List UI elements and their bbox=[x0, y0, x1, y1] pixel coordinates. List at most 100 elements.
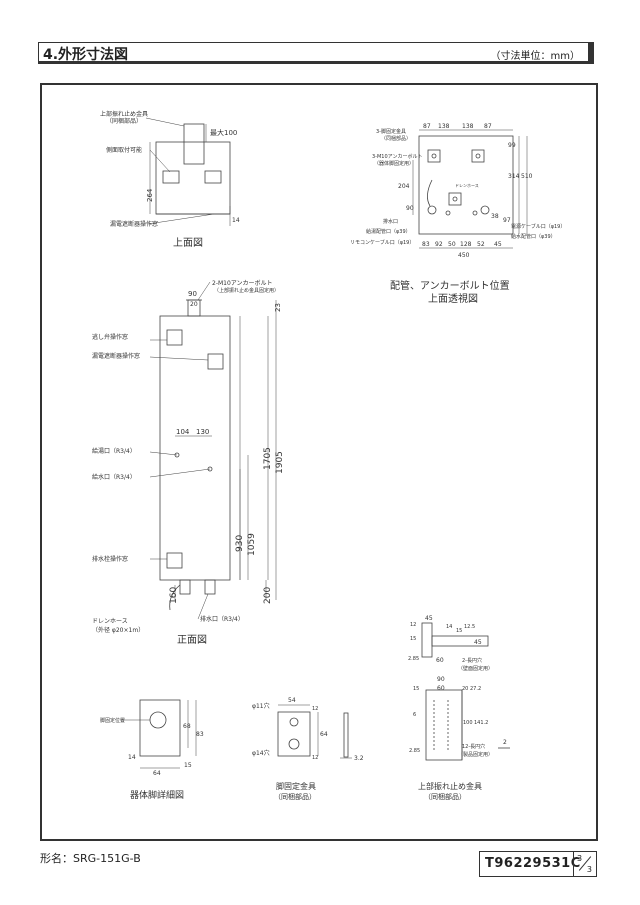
front-drain-valve-label: 排水栓操作窓 bbox=[92, 555, 128, 563]
pipe-bottom-dim-4: 128 bbox=[460, 241, 472, 248]
upper-dim-1412: 141.2 bbox=[474, 720, 488, 726]
front-anchor-sub: （上部振れ止め金具固定用） bbox=[214, 287, 279, 294]
front-anchor-label: 2-M10アンカーボルト bbox=[212, 279, 273, 287]
top-kanagu-label: 上部振れ止め金具 bbox=[100, 110, 148, 118]
leg-dim-54: 54 bbox=[288, 697, 296, 704]
pipe-side-38: 38 bbox=[491, 213, 499, 220]
foot-detail: 脚固定位置 68 83 14 64 15 器体脚詳細図 bbox=[100, 699, 204, 801]
front-dim-90: 90 bbox=[188, 290, 197, 298]
leg-fixture-2 bbox=[471, 149, 485, 163]
water-inlet bbox=[207, 466, 213, 472]
pipe-bottom-dim-3: 50 bbox=[448, 241, 456, 248]
leg-fixture-1 bbox=[427, 149, 441, 163]
leg-dim-12b: 12 bbox=[312, 755, 318, 761]
top-view: 上部振れ止め金具 （同梱部品） 側面取付可能 漏電遮断器操作窓 最大100 26… bbox=[100, 110, 240, 249]
foot-label: 脚固定位置 bbox=[100, 717, 125, 724]
upper-dim-125: 12.5 bbox=[464, 624, 475, 630]
pipe-side-90: 90 bbox=[406, 205, 414, 212]
pipe-hot-label: 給湯配管口（φ39） bbox=[366, 228, 411, 235]
top-dim-max: 最大100 bbox=[210, 128, 237, 137]
section-title: 4.外形寸法図 bbox=[43, 47, 129, 63]
foot-dim-68: 68 bbox=[183, 723, 191, 730]
upper-dim-20: 20 bbox=[462, 686, 468, 692]
pipe-water-label: 給水配管口（φ39） bbox=[511, 233, 556, 240]
top-dim-264: 264 bbox=[146, 188, 154, 202]
pipe-top-dim-2: 138 bbox=[438, 123, 450, 130]
front-dim-200: 200 bbox=[263, 587, 273, 604]
front-valve-label: 逃し弁操作窓 bbox=[92, 333, 128, 341]
front-dim-1059: 1059 bbox=[247, 533, 257, 556]
page-total: 3 bbox=[586, 865, 592, 874]
upper-dim-60a: 60 bbox=[436, 657, 444, 664]
hole-14 bbox=[288, 738, 300, 750]
upper-dim-6: 6 bbox=[413, 712, 416, 718]
page-number: 3 bbox=[577, 854, 583, 863]
upper-dim-285b: 2.85 bbox=[409, 748, 420, 754]
front-dim-1905: 1905 bbox=[275, 451, 285, 474]
upper-slot12-sub: （製品固定用） bbox=[458, 751, 493, 758]
model-name: 形名：SRG-151G-B bbox=[40, 852, 141, 865]
pipe-side-204: 204 bbox=[398, 183, 410, 190]
pipe-bottom-dim-6: 45 bbox=[494, 241, 502, 248]
leg-hole-top: φ11穴 bbox=[252, 702, 270, 710]
upper-caption-sub: （同梱部品） bbox=[424, 792, 466, 801]
piping-caption-1: 配管、アンカーボルト位置 bbox=[390, 279, 510, 292]
upper-caption: 上部振れ止め金具 bbox=[418, 781, 482, 791]
pipe-side-97: 97 bbox=[503, 217, 511, 224]
upper-dim-60b: 60 bbox=[437, 685, 445, 692]
section-header: 4.外形寸法図 （寸法単位：mm） bbox=[38, 42, 594, 64]
pipe-bottom-dim-2: 92 bbox=[435, 241, 443, 248]
upper-dim-15a: 15 bbox=[410, 636, 416, 642]
leg-fixture-3 bbox=[448, 192, 462, 206]
water-port bbox=[480, 205, 490, 215]
leg-dim-32: 3.2 bbox=[354, 755, 364, 762]
pipe-width: 450 bbox=[458, 252, 470, 259]
upper-dim-12: 12 bbox=[410, 622, 416, 628]
front-dim-104: 104 bbox=[176, 428, 190, 436]
pipe-flex-label: ドレンホース bbox=[455, 183, 479, 188]
pipe-top-dim-3: 138 bbox=[462, 123, 474, 130]
page-indicator: 3 3 bbox=[573, 852, 596, 876]
drain-valve-window bbox=[166, 552, 183, 569]
hot-port bbox=[427, 205, 437, 215]
front-dim-930: 930 bbox=[235, 535, 245, 552]
foot-hole bbox=[149, 711, 167, 729]
upper-dim-15c: 15 bbox=[413, 686, 419, 692]
pipe-side-314: 314 bbox=[508, 173, 520, 180]
front-dim-160: 160 bbox=[169, 587, 179, 604]
top-view-side-right bbox=[204, 170, 222, 184]
document-number-box: T96229531C 3 3 bbox=[479, 851, 597, 877]
pipe-anchor-sub: （器体脚固定用） bbox=[374, 160, 414, 167]
upper-slot12: 12-長円穴 bbox=[462, 743, 485, 750]
pipe-side-99: 99 bbox=[508, 142, 516, 149]
foot-dim-14: 14 bbox=[128, 754, 136, 761]
pipe-leg-sub: （同梱部品） bbox=[381, 135, 411, 142]
upper-dim-15b: 15 bbox=[456, 628, 462, 634]
upper-dim-272: 27.2 bbox=[470, 686, 481, 692]
front-dim-23: 23 bbox=[274, 303, 282, 312]
top-view-body bbox=[155, 141, 231, 215]
front-breaker-label: 漏電遮断器操作窓 bbox=[92, 352, 140, 360]
document-number: T96229531C bbox=[485, 856, 581, 871]
upper-dim-2: 2 bbox=[503, 739, 507, 746]
piping-view: 87 138 138 87 83 92 50 128 52 45 450 99 … bbox=[350, 123, 565, 305]
front-hose-label: ドレンホース bbox=[92, 618, 128, 625]
top-view-side-left bbox=[162, 170, 180, 184]
front-body bbox=[159, 315, 231, 581]
pipe-drain-label: 排水口 bbox=[383, 218, 398, 225]
front-leg-left bbox=[179, 579, 191, 595]
drain-hose-path bbox=[427, 179, 433, 207]
front-dim-130: 130 bbox=[196, 428, 209, 436]
breaker-window bbox=[207, 353, 224, 370]
upper-dim-45b: 45 bbox=[474, 639, 482, 646]
front-hot-label: 給湯口（R3/4） bbox=[92, 447, 136, 455]
upper-slot2: 2-長円穴 bbox=[462, 657, 482, 664]
front-hose-sub: （外径 φ20×1m） bbox=[92, 626, 144, 634]
top-dim-14: 14 bbox=[232, 217, 240, 224]
remote-port bbox=[445, 210, 451, 216]
leg-plate bbox=[277, 711, 311, 757]
leg-plate-side bbox=[343, 712, 349, 758]
upper-small-top bbox=[431, 635, 489, 647]
foot-dim-83: 83 bbox=[196, 731, 204, 738]
